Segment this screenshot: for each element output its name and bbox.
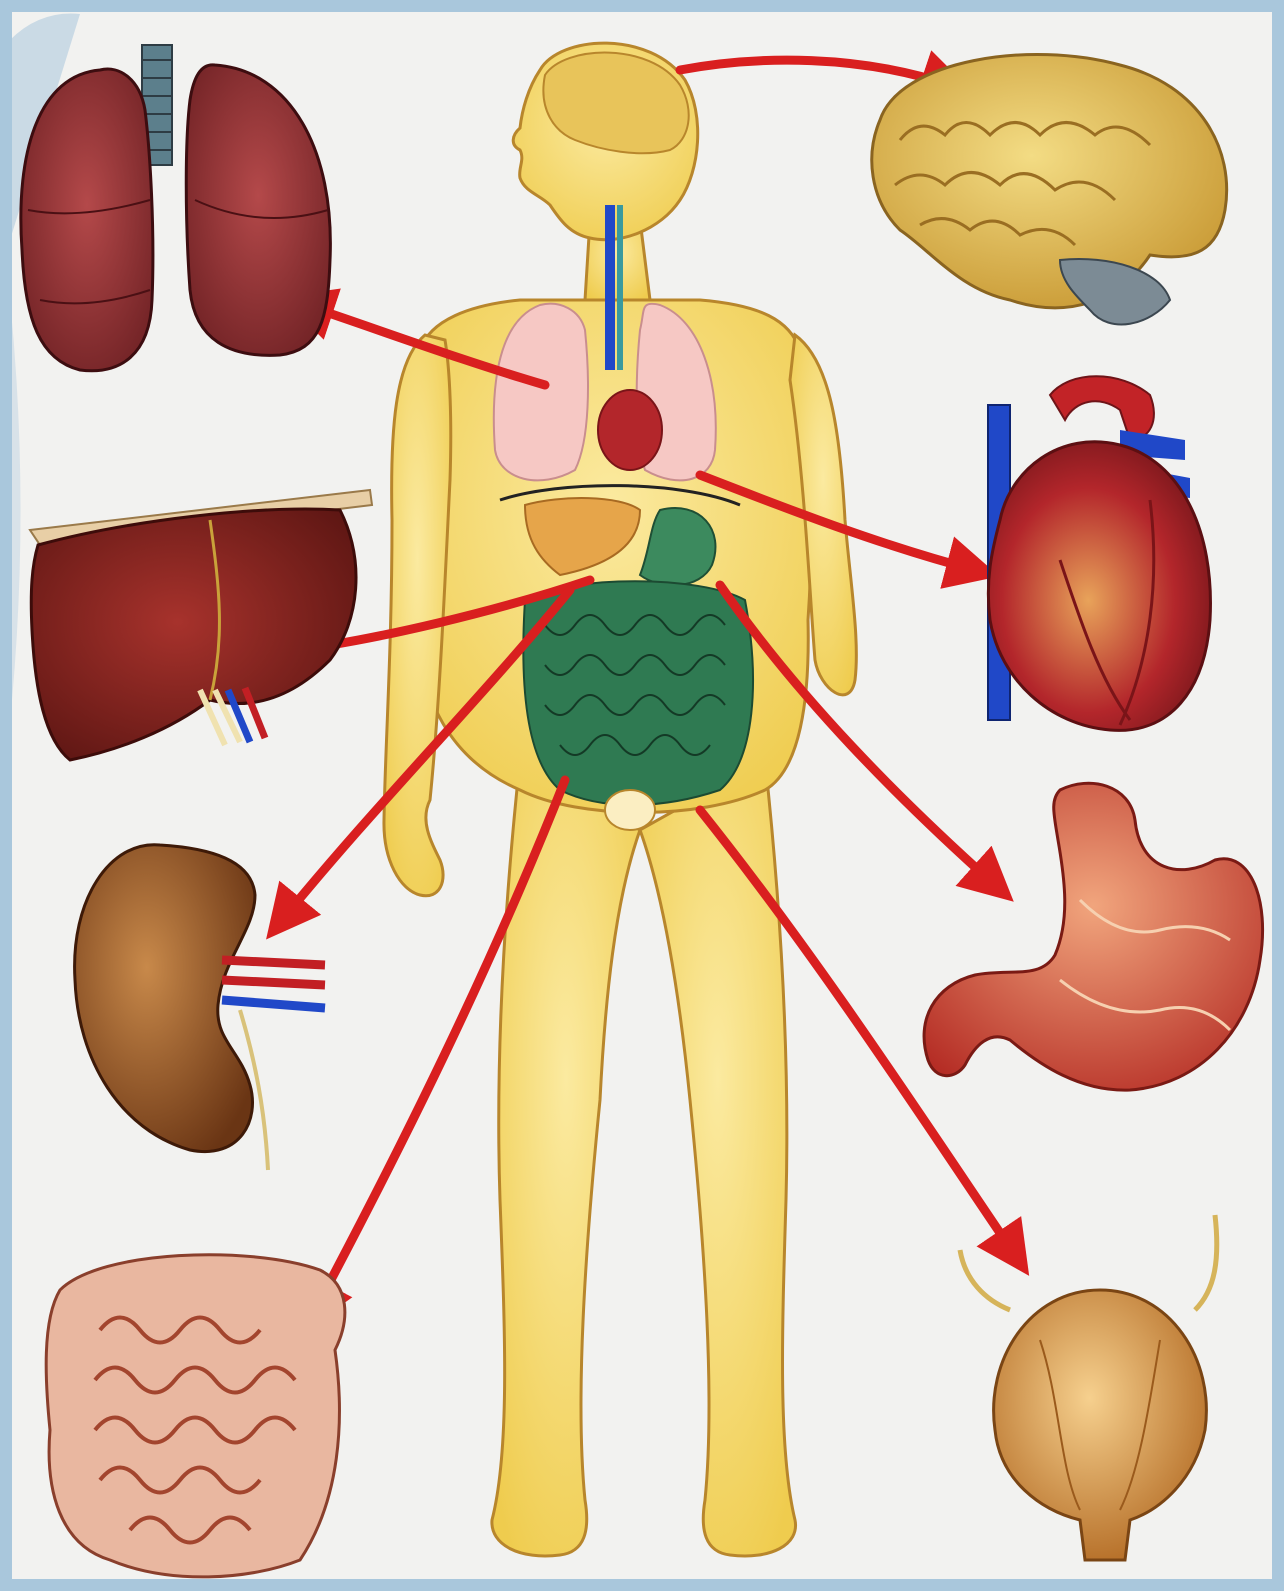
body-intestines [523,581,753,805]
intestines-icon [46,1255,345,1577]
body-bladder [605,790,655,830]
body-heart [598,390,662,470]
